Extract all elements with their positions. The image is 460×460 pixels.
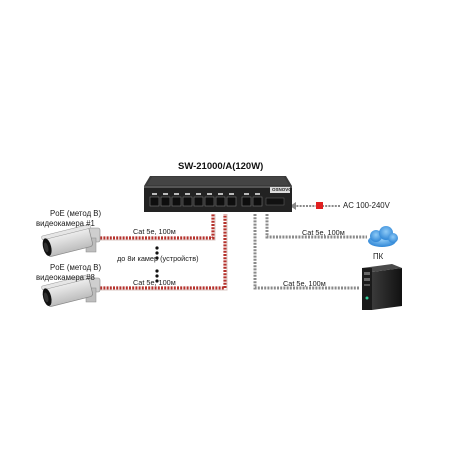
security-camera-icon bbox=[41, 224, 101, 257]
cable-camera-8 bbox=[97, 214, 228, 291]
cable-pc bbox=[253, 214, 360, 290]
pc-tower-icon bbox=[362, 264, 402, 310]
cable-uplink bbox=[265, 214, 367, 239]
camera-1-cable-label: Cat 5e, 100м bbox=[133, 227, 176, 236]
power-label: AC 100-240V bbox=[343, 201, 390, 210]
uplink-cable-label: Cat 5e, 100м bbox=[302, 228, 345, 237]
camera-1-label-line2: видеокамера #1 bbox=[36, 219, 95, 228]
security-camera-icon bbox=[41, 274, 101, 307]
more-devices-label: до 8и камер (устройств) bbox=[117, 254, 199, 263]
camera-8-cable-label: Cat 5e, 100м bbox=[133, 278, 176, 287]
switch-model-title: SW-21000/A(120W) bbox=[178, 161, 264, 172]
camera-8-label-line1: PoE (метод B) bbox=[50, 263, 102, 272]
camera-1-label-line1: PoE (метод B) bbox=[50, 209, 102, 218]
pc-label: ПК bbox=[373, 252, 384, 261]
network-switch-icon bbox=[144, 176, 292, 212]
pc-cable-label: Cat 5e, 100м bbox=[283, 279, 326, 288]
switch-brand-label: OSNOVO bbox=[272, 187, 292, 192]
more-devices-dots bbox=[155, 246, 159, 283]
cable-camera-1 bbox=[97, 214, 216, 241]
cloud-icon bbox=[368, 226, 398, 247]
camera-8-label-line2: видеокамера #8 bbox=[36, 273, 95, 282]
power-cable bbox=[290, 202, 340, 210]
power-plug-icon bbox=[316, 202, 323, 209]
